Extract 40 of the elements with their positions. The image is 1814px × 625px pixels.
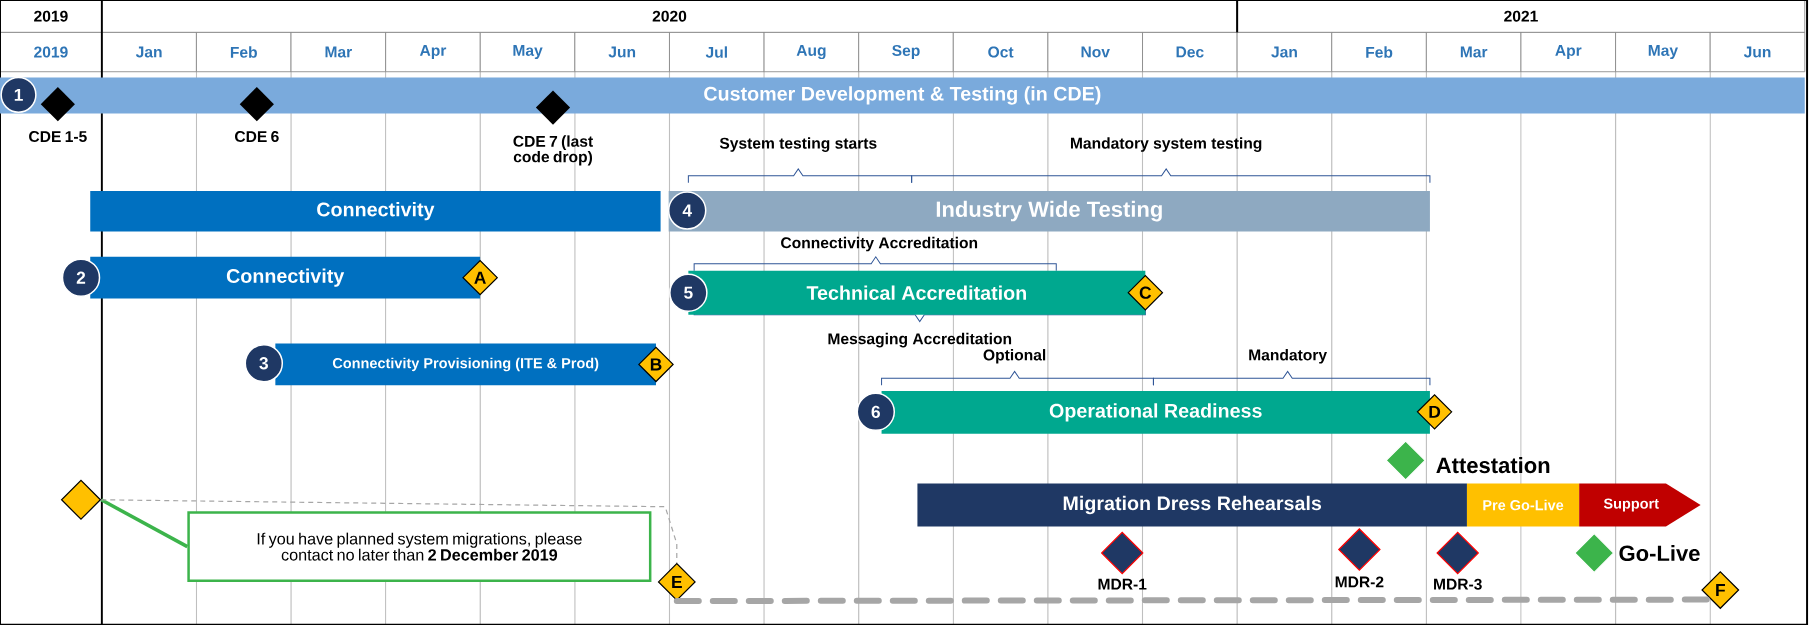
callout-box: If you have planned system migrations, please contact no later than 2 December 2019 — [187, 511, 652, 582]
phase-bar: Pre Go-Live — [1466, 483, 1580, 527]
header-cell: Jun — [574, 32, 670, 73]
header-cell: 2019 — [0, 32, 103, 73]
phase-bar: Connectivity — [90, 190, 661, 232]
bracket-label: Connectivity Accreditation — [781, 236, 978, 252]
header-cell: Jul — [669, 32, 765, 73]
bracket-label: System testing starts — [719, 137, 877, 152]
milestone-label: Go-Live — [1619, 544, 1700, 562]
milestone-label: CDE 1-5 — [29, 131, 87, 143]
header-cell: Jan — [101, 32, 197, 73]
bracket-label: Optional — [983, 349, 1046, 364]
bracket-label: Mandatory — [1249, 349, 1327, 364]
connector-line — [100, 499, 678, 564]
header-cell: Mar — [290, 32, 387, 73]
header-cell: 2019 — [0, 0, 103, 33]
header-cell: Nov — [1047, 32, 1143, 73]
header-cell: Apr — [385, 32, 481, 73]
header-cell: Jun — [1709, 32, 1806, 73]
milestone-label: Attestation — [1436, 457, 1550, 474]
header-cell: May — [479, 32, 576, 73]
header-cell: Sep — [858, 32, 954, 73]
header-cell: Dec — [1142, 32, 1238, 73]
milestone-label: CDE 7 (last code drop) — [513, 135, 593, 166]
header-cell: Feb — [196, 32, 292, 73]
milestone-label: MDR-3 — [1434, 578, 1482, 590]
milestone-label: MDR-2 — [1335, 576, 1384, 588]
bracket-label: Mandatory system testing — [1071, 137, 1262, 152]
phase-bar: Operational Readiness — [881, 391, 1430, 434]
header-cell: Aug — [763, 32, 860, 73]
milestone-label: CDE 6 — [235, 131, 279, 143]
header-cell: Mar — [1425, 32, 1522, 73]
header-cell: Apr — [1520, 32, 1616, 73]
connector-line — [100, 498, 189, 549]
header-cell: Feb — [1331, 32, 1427, 73]
bracket-label: Messaging Accreditation — [828, 332, 1012, 348]
milestone-label: MDR-1 — [1098, 578, 1147, 590]
header-cell: Oct — [952, 32, 1049, 73]
header-cell: Jan — [1236, 32, 1333, 73]
header-cell: May — [1615, 32, 1711, 73]
